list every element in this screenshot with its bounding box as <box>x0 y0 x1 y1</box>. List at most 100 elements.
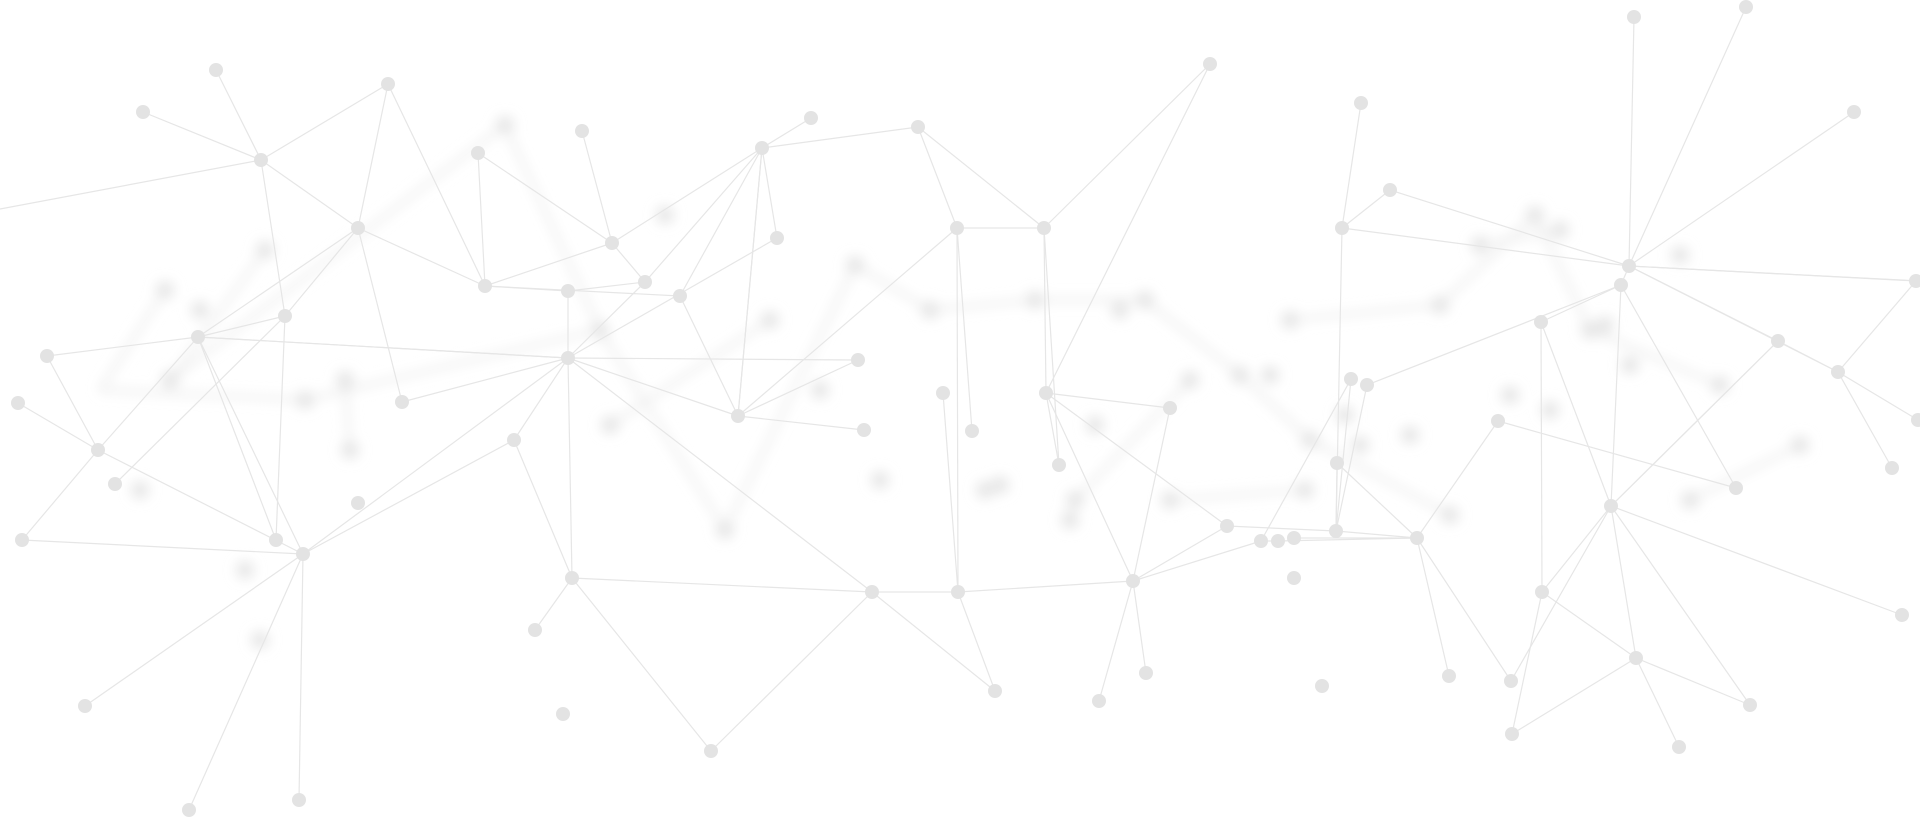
connection-line <box>1837 371 1919 421</box>
blurred-connection-line <box>304 327 601 403</box>
connection-line <box>1341 227 1630 267</box>
node-dot <box>965 424 979 438</box>
connection-line <box>1132 407 1171 582</box>
node-dot <box>731 409 745 423</box>
node-dot <box>1287 571 1301 585</box>
connection-line <box>611 147 763 244</box>
blurred-connection-line <box>1169 487 1306 503</box>
connection-line <box>1610 505 1637 659</box>
connection-line <box>567 357 739 417</box>
node-dot <box>704 744 718 758</box>
connection-line <box>260 159 286 317</box>
connection-line <box>387 83 486 287</box>
connection-line <box>1335 462 1338 532</box>
connection-line <box>1277 537 1418 542</box>
blurred-node-dot <box>341 441 359 459</box>
node-dot <box>1126 574 1140 588</box>
node-dot <box>638 275 652 289</box>
blurred-node-dot <box>716 521 734 539</box>
connection-line <box>1045 392 1171 409</box>
connection-line <box>917 126 958 229</box>
node-dot <box>78 699 92 713</box>
connection-line <box>260 83 389 161</box>
connection-line <box>1541 591 1637 659</box>
blurred-node-dot <box>1026 291 1044 309</box>
connection-line <box>567 237 778 359</box>
blurred-node-dot <box>1471 236 1489 254</box>
node-dot <box>1504 674 1518 688</box>
connection-line <box>477 152 486 287</box>
connection-line <box>1389 189 1630 267</box>
node-dot <box>1203 57 1217 71</box>
blurred-connection-line <box>167 248 268 382</box>
node-dot <box>1831 365 1845 379</box>
connection-line <box>1132 525 1228 582</box>
connection-line <box>534 577 573 631</box>
node-dot <box>1895 608 1909 622</box>
node-dot <box>11 396 25 410</box>
node-dot <box>1037 221 1051 235</box>
blurred-node-dot <box>1431 296 1449 314</box>
connection-line <box>484 242 613 287</box>
node-dot <box>1847 105 1861 119</box>
connection-line <box>114 315 286 485</box>
blurred-node-dot <box>1136 291 1154 309</box>
connection-line <box>0 159 262 210</box>
node-dot <box>575 124 589 138</box>
connection-line <box>1540 284 1622 323</box>
node-dot <box>911 120 925 134</box>
connection-line <box>957 591 996 692</box>
connection-line <box>1540 321 1543 593</box>
node-dot <box>1163 401 1177 415</box>
node-dot <box>561 284 575 298</box>
blurred-connection-line <box>99 387 306 403</box>
blurred-connection-line <box>853 262 932 313</box>
connection-line <box>1045 63 1211 394</box>
node-dot <box>191 330 205 344</box>
connection-line <box>188 553 304 811</box>
blurred-node-dot <box>1281 311 1299 329</box>
connection-line <box>197 315 286 338</box>
node-dot <box>1535 585 1549 599</box>
node-dot <box>1505 727 1519 741</box>
node-dot <box>1287 531 1301 545</box>
node-dot <box>851 353 865 367</box>
blurred-node-dot <box>1541 401 1559 419</box>
connection-line <box>260 159 359 229</box>
connection-line <box>1635 657 1680 748</box>
node-dot <box>351 221 365 235</box>
blurred-connection-line <box>722 263 858 532</box>
blurred-connection-line <box>1308 437 1452 518</box>
connection-line <box>567 281 646 292</box>
connection-line <box>761 117 812 149</box>
node-dot <box>673 289 687 303</box>
node-dot <box>1743 698 1757 712</box>
node-dot <box>988 684 1002 698</box>
blurred-connection-line <box>1589 327 1721 388</box>
connection-line <box>644 147 763 283</box>
node-dot <box>278 309 292 323</box>
node-dot <box>1885 461 1899 475</box>
connection-line <box>1837 280 1917 373</box>
blurred-node-dot <box>811 381 829 399</box>
connection-line <box>956 227 973 432</box>
connection-line <box>1511 657 1637 735</box>
blurred-node-dot <box>191 301 209 319</box>
node-dot <box>182 803 196 817</box>
blurred-node-dot <box>1111 301 1129 319</box>
connection-line <box>84 553 304 707</box>
connection-line <box>571 577 712 752</box>
connection-line <box>1620 284 1737 489</box>
connection-line <box>21 539 304 555</box>
connection-line <box>1335 378 1352 532</box>
connection-line <box>1837 371 1893 469</box>
node-dot <box>15 533 29 547</box>
connection-line <box>942 392 959 593</box>
node-dot <box>1729 481 1743 495</box>
connection-line <box>679 147 763 297</box>
connection-line <box>1045 392 1134 582</box>
connection-line <box>567 357 573 579</box>
blurred-node-dot <box>251 631 269 649</box>
node-dot <box>1909 274 1920 288</box>
connection-line <box>1366 284 1622 386</box>
